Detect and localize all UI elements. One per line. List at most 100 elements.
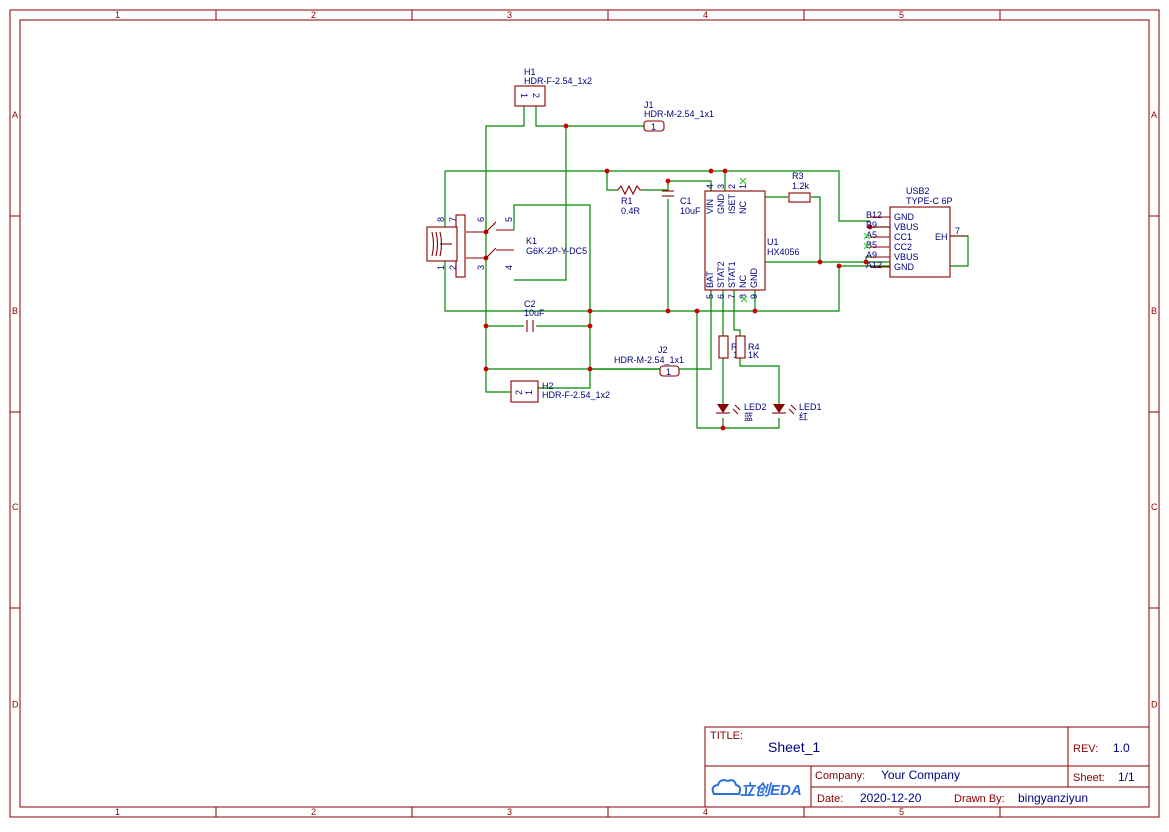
row-label-right: C [1151, 502, 1158, 512]
k1-value: G6K-2P-Y-DC5 [526, 246, 587, 256]
k1-pin-5: 5 [504, 217, 514, 222]
u1-pin-name: ISET [727, 193, 737, 214]
u1-pin-name: NC [738, 201, 748, 214]
column-label-top: 5 [899, 10, 904, 20]
c1-ref: C1 [680, 196, 692, 206]
row-label-right: A [1151, 110, 1157, 120]
usb2-pin-number: B9 [866, 220, 877, 230]
h2-pin-2: 2 [514, 390, 524, 395]
u1-pin-name: GND [716, 194, 726, 215]
usb2-eh-name: EH [935, 232, 948, 242]
h2-ref: H2 [542, 381, 554, 391]
usb2-value: TYPE-C 6P [906, 196, 953, 206]
h1-pin-1: 1 [519, 93, 529, 98]
c2-ref: C2 [524, 299, 536, 309]
h2-pin-1: 1 [524, 390, 534, 395]
k1-pin-7: 7 [448, 217, 458, 222]
r4-ref: R4 [748, 342, 760, 352]
column-label-bottom: 2 [311, 807, 316, 817]
header-j2[interactable]: J2 HDR-M-2.54_1x1 1 [614, 345, 684, 377]
capacitor-c2[interactable]: C2 10uF [524, 299, 545, 332]
led1-value: 红 [799, 411, 808, 422]
led-led1[interactable]: LED1 红 [772, 402, 822, 422]
title-value: Sheet_1 [768, 739, 820, 755]
u1-pin-name: VIN [705, 199, 715, 214]
drawn-by-label: Drawn By: [954, 793, 1005, 805]
usb2-pin-name: CC2 [894, 242, 912, 252]
k1-pin-3: 3 [476, 265, 486, 270]
header-h2[interactable]: H2 HDR-F-2.54_1x2 2 1 [510, 380, 610, 403]
h1-pin-2: 2 [531, 93, 541, 98]
column-label-top: 4 [703, 10, 708, 20]
h2-value: HDR-F-2.54_1x2 [542, 390, 610, 400]
led1-ref: LED1 [799, 402, 822, 412]
rev-label: REV: [1073, 743, 1098, 755]
logo-text: 立创EDA [740, 781, 802, 799]
row-label-right: B [1151, 306, 1157, 316]
r4-value: 1K [748, 350, 759, 360]
c2-value: 10uF [524, 308, 545, 318]
k1-pin-8: 8 [436, 217, 446, 222]
usb2-pin-number: A5 [866, 230, 877, 240]
u1-pin-number: 7 [727, 294, 737, 299]
relay-k1[interactable]: K1 G6K-2P-Y-DC5 8 7 6 5 1 2 3 4 [426, 214, 587, 278]
column-label-top: 2 [311, 10, 316, 20]
company-value: Your Company [881, 768, 960, 782]
nc-mark-usb-a5 [863, 232, 871, 240]
usb2-pin-number: B12 [866, 210, 882, 220]
usb2-pin-name: CC1 [894, 232, 912, 242]
row-label-left: A [12, 110, 18, 120]
usb2-pin-number: B5 [866, 240, 877, 250]
u1-pin-number: 2 [727, 184, 737, 189]
u1-pin-number: 6 [716, 294, 726, 299]
u1-pin-number: 8 [738, 294, 748, 299]
k1-pin-1: 1 [436, 265, 446, 270]
u1-pin-name: NC [738, 275, 748, 288]
resistor-r4[interactable]: R4 1K [735, 335, 760, 360]
u1-pin-name: STAT1 [727, 261, 737, 288]
resistor-r1[interactable]: R1 0.4R [617, 184, 642, 216]
nc-mark-u1-pin8 [740, 295, 748, 303]
header-h1[interactable]: H1 HDR-F-2.54_1x2 1 2 [514, 67, 592, 107]
usb2-pin-name: VBUS [894, 222, 919, 232]
lceda-logo: 立创EDA [711, 779, 802, 799]
c1-value: 10uF [680, 206, 701, 216]
column-label-bottom: 4 [703, 807, 708, 817]
column-label-bottom: 3 [507, 807, 512, 817]
date-label: Date: [817, 793, 843, 805]
header-j1[interactable]: J1 HDR-M-2.54_1x1 1 [643, 100, 714, 132]
title-label: TITLE: [710, 730, 743, 742]
usb2-ref: USB2 [906, 186, 930, 196]
j1-ref: J1 [644, 100, 654, 110]
company-label: Company: [815, 770, 865, 782]
nc-mark-u1-pin1 [739, 177, 747, 185]
u1-pin-name: STAT2 [716, 261, 726, 288]
sheet-value: 1/1 [1118, 770, 1135, 784]
k1-pin-4: 4 [504, 265, 514, 270]
usb2-pin-name: GND [894, 212, 915, 222]
led2-value: 蓝 [744, 411, 753, 422]
resistor-r3[interactable]: R3 1.2k [788, 171, 811, 203]
j2-pin: 1 [666, 367, 671, 377]
u1-pin-number: 3 [716, 184, 726, 189]
usb2-pin-name: GND [894, 262, 915, 272]
usb2-pin-number: A9 [866, 250, 877, 260]
column-label-top: 3 [507, 10, 512, 20]
r1-ref: R1 [621, 196, 633, 206]
u1-pin-number: 9 [749, 294, 759, 299]
j1-pin: 1 [651, 122, 656, 132]
u1-pin-number: 1 [738, 184, 748, 189]
k1-pin-6: 6 [476, 217, 486, 222]
r3-ref: R3 [792, 171, 804, 181]
column-label-bottom: 5 [899, 807, 904, 817]
nc-mark-usb-b5 [863, 242, 871, 250]
u1-pin-number: 4 [705, 184, 715, 189]
capacitor-c1[interactable]: C1 10uF [662, 190, 701, 216]
k1-ref: K1 [526, 236, 537, 246]
led-led2[interactable]: LED2 蓝 [716, 402, 767, 422]
